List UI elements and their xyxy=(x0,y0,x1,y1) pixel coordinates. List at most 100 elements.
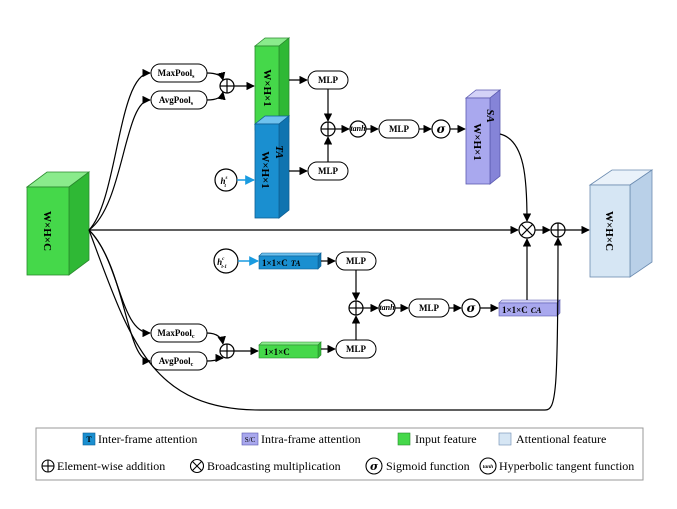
avgpool-s-node: AvgPools xyxy=(150,90,208,110)
legend-sigma-symbol: σ xyxy=(370,460,379,473)
sigma-channel-text: σ xyxy=(467,301,476,315)
hs-sup: s xyxy=(225,176,228,181)
sigma-op-channel: σ xyxy=(461,298,481,318)
spatial-temporal-cube: W×H×1 TA xyxy=(253,115,291,219)
avgpool-s-text: AvgPool xyxy=(159,95,191,105)
output-feature-cube: W×H×C xyxy=(588,169,654,278)
channel-ta-text: 1×1×C xyxy=(262,258,288,268)
svg-text:hst: hst xyxy=(221,176,228,189)
mlp-node-ta: MLP xyxy=(307,161,349,181)
mlp-channel-ta-text: MLP xyxy=(346,256,366,266)
tanh-icon xyxy=(479,457,497,475)
hs-text: h xyxy=(221,176,226,186)
spatial-pooled-label: W×H×1 xyxy=(261,69,273,107)
legend-tanh-symbol: tanh xyxy=(483,464,493,470)
maxpool-c-sub: c xyxy=(192,334,195,340)
legend-label-attentional: Attentional feature xyxy=(516,432,606,446)
legend-label-sigmoid: Sigmoid function xyxy=(386,459,470,473)
mlp-node-channel-ta: MLP xyxy=(335,251,377,271)
legend-label-inter: Inter-frame attention xyxy=(98,432,197,446)
legend-swatch-t: T xyxy=(86,435,92,444)
output-cube-label: W×H×C xyxy=(603,211,615,251)
legend-label-mult: Broadcasting multiplication xyxy=(207,459,341,473)
spatial-attention-label: W×H×1 xyxy=(471,123,483,161)
input-feature-cube: W×H×C xyxy=(25,171,91,276)
add-op-channel-mlp xyxy=(348,300,364,316)
svg-text:1×1×CCA: 1×1×CCA xyxy=(502,305,542,315)
legend-item-attentional: Attentional feature xyxy=(498,432,606,446)
svg-text:MaxPools: MaxPools xyxy=(158,68,196,80)
channel-pooled-bar: 1×1×C xyxy=(258,341,322,359)
mlp-top-text: MLP xyxy=(318,75,338,85)
mlp-node-top: MLP xyxy=(307,70,349,90)
legend-label-input: Input feature xyxy=(415,432,477,446)
maxpool-s-node: MaxPools xyxy=(150,63,208,83)
hc-sub: t-1 xyxy=(221,265,227,270)
hc-text: h xyxy=(217,257,222,267)
maxpool-c-text: MaxPool xyxy=(157,328,192,338)
legend-item-input: Input feature xyxy=(397,432,477,446)
legend-box xyxy=(35,427,644,481)
hc-sup: c xyxy=(222,257,225,262)
legend-item-intra-frame: S/C Intra-frame attention xyxy=(241,432,361,446)
channel-ca-text: 1×1×C xyxy=(502,305,528,315)
input-cube-label: W×H×C xyxy=(41,211,53,251)
tanh-channel-text: tanh xyxy=(379,303,395,312)
maxpool-s-text: MaxPool xyxy=(158,68,193,78)
spatial-attention-cube: W×H×1 SA xyxy=(464,89,502,185)
spatial-temporal-tag: TA xyxy=(273,145,285,158)
channel-ta-tag: TA xyxy=(291,259,301,268)
mlp-node-sa: MLP xyxy=(378,119,420,139)
channel-pooled-text: 1×1×C xyxy=(264,347,290,357)
svg-text:hct-1: hc t-1 xyxy=(217,257,227,270)
channel-ca-tag: CA xyxy=(531,306,542,315)
hs-sub: t xyxy=(224,184,226,189)
legend-label-tanh: Hyperbolic tangent function xyxy=(499,459,634,473)
legend-label-intra: Intra-frame attention xyxy=(261,432,361,446)
legend-item-mult: Broadcasting multiplication xyxy=(189,458,341,474)
legend-label-add: Element-wise addition xyxy=(57,459,165,473)
add-op-spatial-mlp xyxy=(320,121,336,137)
avgpool-c-sub: c xyxy=(191,362,194,368)
spatial-attention-tag: SA xyxy=(484,109,496,122)
svg-text:1×1×CTA: 1×1×CTA xyxy=(262,258,301,268)
legend-item-tanh: tanh Hyperbolic tangent function xyxy=(479,457,634,475)
add-op-residual xyxy=(550,222,566,238)
tanh-op-channel: tanh xyxy=(378,299,396,317)
connectors xyxy=(88,68,590,411)
add-op-channel-pool xyxy=(219,343,235,359)
legend-swatch-sc: S/C xyxy=(245,436,256,444)
mlp-ta-text: MLP xyxy=(318,166,338,176)
sigma-spatial-text: σ xyxy=(437,122,446,136)
tanh-spatial-text: tanh xyxy=(350,124,366,133)
mlp-node-ca: MLP xyxy=(408,298,450,318)
avgpool-c-text: AvgPool xyxy=(159,356,191,366)
sigmoid-icon xyxy=(365,457,383,475)
svg-text:AvgPools: AvgPools xyxy=(159,95,194,107)
mlp-ca-text: MLP xyxy=(419,303,439,313)
tanh-op-spatial: tanh xyxy=(349,120,367,138)
mlp-node-channel-pool: MLP xyxy=(335,339,377,359)
add-op-spatial-pool xyxy=(219,78,235,94)
legend-item-sigmoid: σ Sigmoid function xyxy=(365,457,470,475)
svg-text:AvgPoolc: AvgPoolc xyxy=(159,356,194,368)
maxpool-s-sub: s xyxy=(192,74,195,80)
avgpool-c-node: AvgPoolc xyxy=(150,351,208,371)
mult-op xyxy=(518,221,536,239)
maxpool-c-node: MaxPoolc xyxy=(150,323,208,343)
legend-item-add: Element-wise addition xyxy=(41,459,165,473)
mlp-sa-text: MLP xyxy=(389,124,409,134)
spatial-temporal-label: W×H×1 xyxy=(259,151,271,189)
sigma-op-spatial: σ xyxy=(431,119,451,139)
mlp-channel-pool-text: MLP xyxy=(346,344,366,354)
legend-item-inter-frame: T Inter-frame attention xyxy=(82,432,197,446)
legend: T Inter-frame attention S/C Intra-frame … xyxy=(35,427,644,481)
svg-text:MaxPoolc: MaxPoolc xyxy=(157,328,195,340)
avgpool-s-sub: s xyxy=(191,101,194,107)
hidden-state-channel: hc t-1 xyxy=(213,248,239,274)
